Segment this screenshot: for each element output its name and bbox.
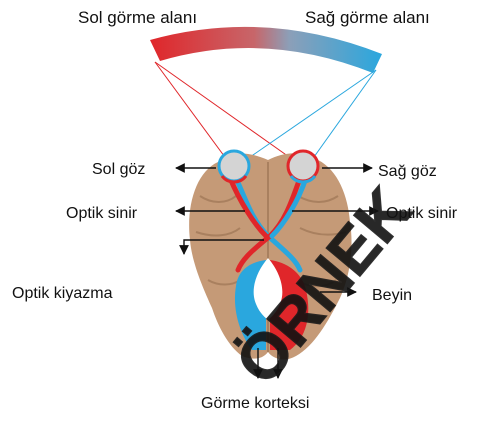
right-eye-label: Sağ göz — [378, 163, 437, 180]
left-visual-field-label: Sol görme alanı — [78, 8, 197, 27]
left-eye — [219, 151, 249, 182]
left-eye-label: Sol göz — [92, 161, 145, 178]
right-eye — [288, 151, 318, 182]
visual-cortex-label: Görme korteksi — [201, 395, 309, 412]
optic-chiasm-label: Optik kiyazma — [12, 285, 113, 302]
right-visual-field-label: Sağ görme alanı — [305, 8, 430, 27]
projection-lines — [155, 62, 376, 164]
optic-nerve-right-label: Optik sinir — [386, 205, 458, 222]
visual-field-arc — [150, 27, 382, 73]
brain-label: Beyin — [372, 287, 412, 304]
optic-nerve-left-label: Optik sinir — [66, 205, 138, 222]
